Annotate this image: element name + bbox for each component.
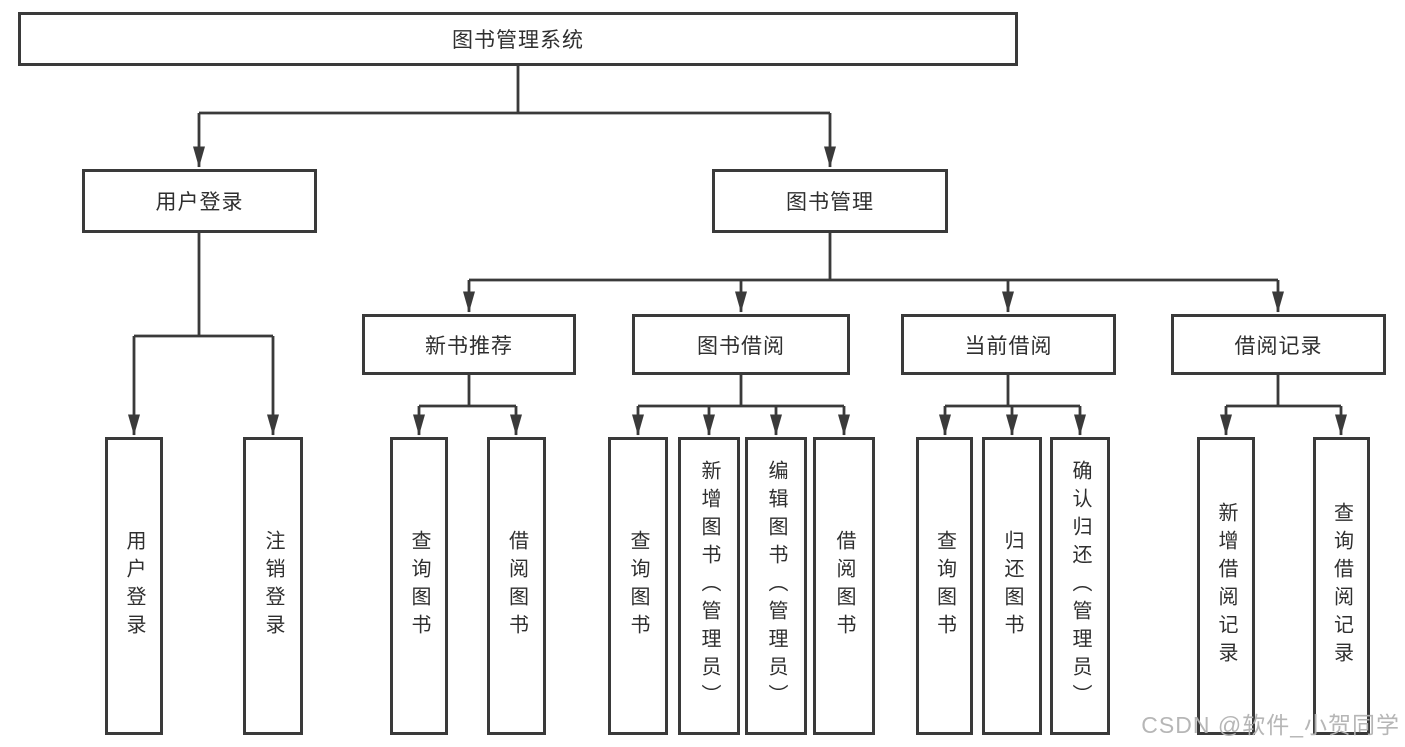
leaf-query-books-recommend: 查询图书 xyxy=(390,437,448,735)
leaf-query-books-borrow-label: 查询图书 xyxy=(627,530,649,642)
leaf-confirm-return-admin: 确认归还（管理员） xyxy=(1050,437,1110,735)
leaf-logout: 注销登录 xyxy=(243,437,303,735)
node-book-borrow: 图书借阅 xyxy=(632,314,850,375)
leaf-add-book-admin-label: 新增图书（管理员） xyxy=(698,460,720,712)
node-root-label: 图书管理系统 xyxy=(452,29,584,52)
leaf-return-books-label: 归还图书 xyxy=(1001,530,1023,642)
leaf-add-borrow-record: 新增借阅记录 xyxy=(1197,437,1255,735)
leaf-user-login: 用户登录 xyxy=(105,437,163,735)
leaf-edit-book-admin: 编辑图书（管理员） xyxy=(745,437,807,735)
leaf-return-books: 归还图书 xyxy=(982,437,1042,735)
node-user-login: 用户登录 xyxy=(82,169,317,233)
leaf-confirm-return-admin-label: 确认归还（管理员） xyxy=(1069,460,1091,712)
leaf-borrow-books-label: 借阅图书 xyxy=(833,530,855,642)
node-current-borrow: 当前借阅 xyxy=(901,314,1116,375)
node-current-borrow-label: 当前借阅 xyxy=(964,334,1053,358)
node-root: 图书管理系统 xyxy=(18,12,1018,66)
leaf-borrow-books-recommend: 借阅图书 xyxy=(487,437,546,735)
node-book-management-label: 图书管理 xyxy=(786,191,874,214)
leaf-user-login-label: 用户登录 xyxy=(123,530,145,642)
node-new-book-recommend-label: 新书推荐 xyxy=(425,334,513,358)
node-user-login-label: 用户登录 xyxy=(155,191,244,214)
leaf-query-books-recommend-label: 查询图书 xyxy=(408,530,430,642)
leaf-borrow-books: 借阅图书 xyxy=(813,437,875,735)
node-book-management: 图书管理 xyxy=(712,169,948,233)
leaf-query-books-borrow: 查询图书 xyxy=(608,437,668,735)
leaf-borrow-books-recommend-label: 借阅图书 xyxy=(505,530,528,642)
node-borrow-records: 借阅记录 xyxy=(1171,314,1386,375)
leaf-query-books-current-label: 查询图书 xyxy=(933,530,956,642)
csdn-watermark: CSDN @软件_小贺同学 xyxy=(1141,712,1400,738)
node-book-borrow-label: 图书借阅 xyxy=(697,334,785,358)
node-new-book-recommend: 新书推荐 xyxy=(362,314,576,375)
leaf-edit-book-admin-label: 编辑图书（管理员） xyxy=(765,460,787,712)
leaf-query-books-current: 查询图书 xyxy=(916,437,973,735)
leaf-add-borrow-record-label: 新增借阅记录 xyxy=(1215,502,1237,670)
leaf-logout-label: 注销登录 xyxy=(262,530,284,642)
leaf-query-borrow-record-label: 查询借阅记录 xyxy=(1330,502,1353,670)
node-borrow-records-label: 借阅记录 xyxy=(1234,334,1323,358)
leaf-query-borrow-record: 查询借阅记录 xyxy=(1313,437,1370,735)
leaf-add-book-admin: 新增图书（管理员） xyxy=(678,437,740,735)
